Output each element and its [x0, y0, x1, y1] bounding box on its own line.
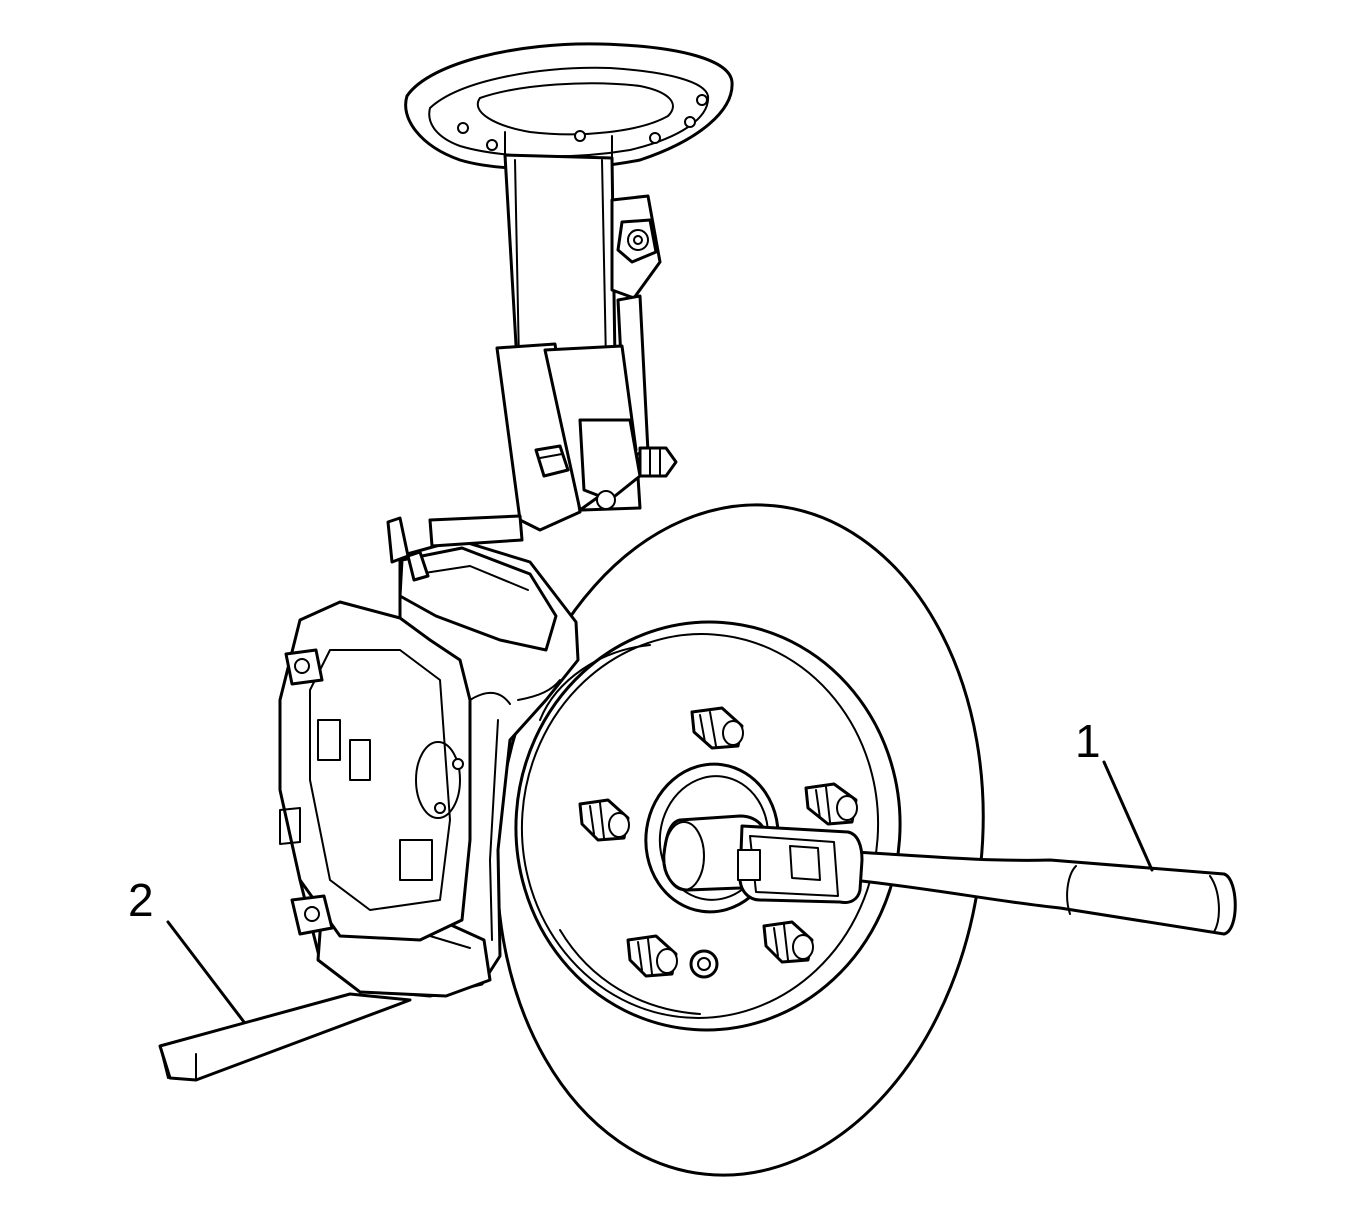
strut-assembly [404, 42, 734, 532]
wheel-stud [804, 782, 858, 826]
callout-2: 2 [128, 874, 246, 1024]
caliper-guide-pin-lower [290, 894, 334, 936]
wheel-stud [762, 920, 814, 964]
bracket-bolt-right [638, 446, 678, 478]
brake-caliper [278, 514, 580, 998]
bracket-nut [596, 490, 616, 510]
callout-2-leader [166, 920, 246, 1024]
callout-1-tool [662, 814, 1237, 936]
strut-top-mount [404, 42, 734, 171]
rotor-retaining-screw [689, 949, 719, 979]
callout-2-label: 2 [128, 874, 154, 926]
callout-2-tool [158, 992, 412, 1082]
caliper-guide-pin-upper [284, 648, 324, 686]
bracket-bolt-left [534, 444, 570, 478]
wheel-stud [690, 706, 744, 750]
wheel-stud [626, 934, 678, 978]
caliper-bleeder [406, 550, 430, 582]
callout-1-leader [1102, 760, 1154, 872]
callout-1-label: 1 [1075, 715, 1101, 767]
callout-1: 1 [1075, 715, 1154, 872]
knuckle-bracket [495, 342, 642, 532]
wheel-stud [578, 798, 630, 842]
wheel-studs [578, 706, 858, 979]
